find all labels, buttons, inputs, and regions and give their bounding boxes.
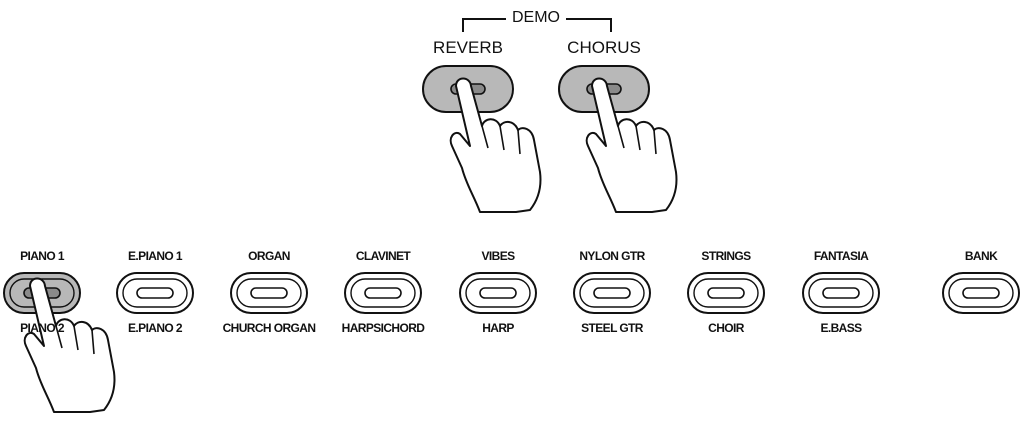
tone-lower-label: CHOIR <box>708 321 744 335</box>
tone-lower-label: HARP <box>482 321 514 335</box>
tone-lower-label: HARPSICHORD <box>341 321 425 335</box>
tone-upper-label: PIANO 1 <box>20 249 64 263</box>
tone-upper-label: VIBES <box>481 249 515 263</box>
tone-upper-label: STRINGS <box>701 249 751 263</box>
tone-button[interactable] <box>116 272 194 314</box>
tone-button-row <box>3 272 1020 314</box>
tone-button[interactable] <box>687 272 765 314</box>
tone-button[interactable] <box>459 272 537 314</box>
tone-lower-label: STEEL GTR <box>581 321 643 335</box>
tone-upper-label: FANTASIA <box>813 249 869 263</box>
tone-button[interactable] <box>230 272 308 314</box>
tone-lower-label: E.BASS <box>820 321 862 335</box>
reverb-label: REVERB <box>433 38 503 57</box>
tone-button[interactable] <box>802 272 880 314</box>
tone-upper-label: BANK <box>964 249 998 263</box>
tone-upper-label: CLAVINET <box>355 249 411 263</box>
tone-upper-label: E.PIANO 1 <box>128 249 183 263</box>
pressing-finger-icon <box>449 77 542 213</box>
tone-lower-label: CHURCH ORGAN <box>222 321 316 335</box>
pressing-finger-icon <box>23 277 116 413</box>
tone-lower-label: PIANO 2 <box>20 321 64 335</box>
pressing-finger-icon <box>585 77 678 213</box>
tone-upper-label: ORGAN <box>248 249 290 263</box>
tone-button[interactable] <box>942 272 1020 314</box>
tone-upper-label: NYLON GTR <box>579 249 645 263</box>
demo-bracket <box>462 18 612 32</box>
tone-button[interactable] <box>344 272 422 314</box>
chorus-label: CHORUS <box>567 38 641 57</box>
tone-button[interactable] <box>573 272 651 314</box>
tone-lower-label: E.PIANO 2 <box>128 321 183 335</box>
demo-label: DEMO <box>509 9 563 27</box>
